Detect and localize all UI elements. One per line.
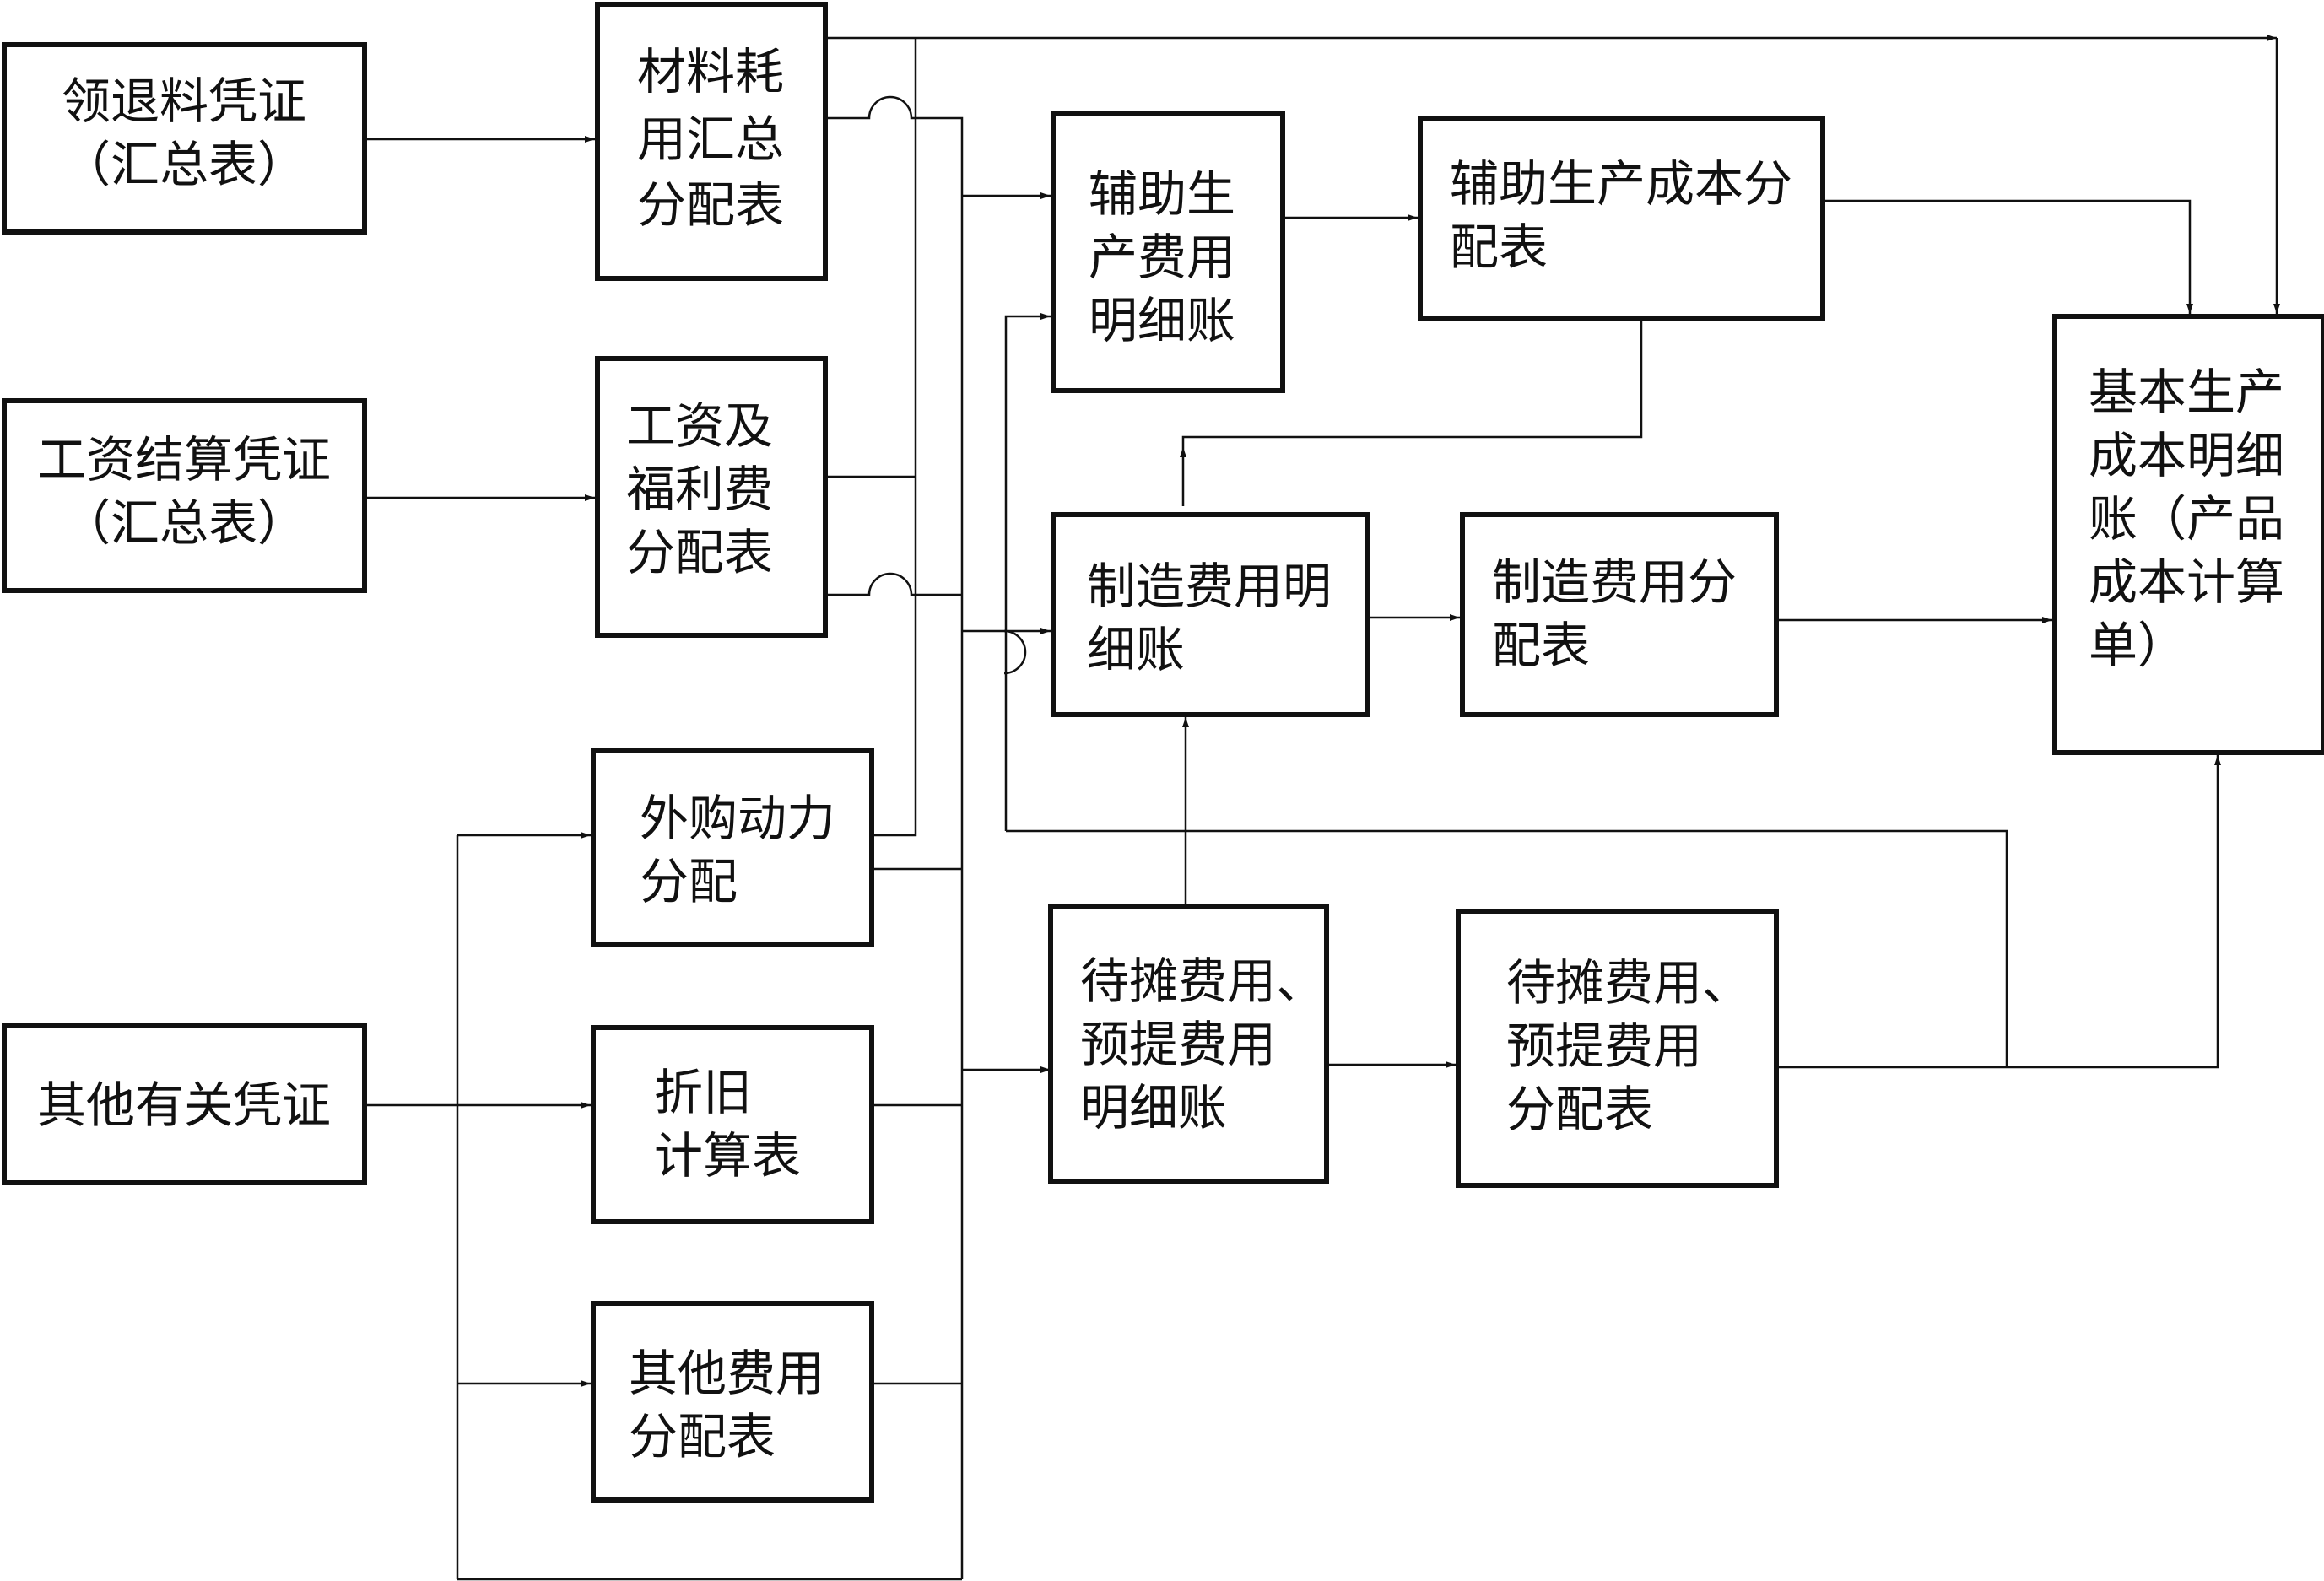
line-auxiliary-sheet-to-basic xyxy=(1823,199,2193,314)
box-materials-summary-line-3: 分配表 xyxy=(637,176,784,234)
box-material-voucher: 领退料凭证 （汇总表） xyxy=(2,42,367,235)
box-payroll-voucher: 工资结算凭证 （汇总表） xyxy=(2,398,367,593)
box-other-voucher-line-1: 其他有关凭证 xyxy=(37,1076,331,1134)
box-material-voucher-line-1: 领退料凭证 xyxy=(62,73,306,130)
box-materials-summary-line-2: 用汇总 xyxy=(637,111,784,168)
box-wage-sheet-line-3: 分配表 xyxy=(626,524,773,581)
box-prepaid-allocation-line-3: 分配表 xyxy=(1506,1081,1653,1138)
box-wage-sheet-line-2: 福利费 xyxy=(626,461,773,518)
box-other-voucher: 其他有关凭证 xyxy=(2,1023,367,1185)
box-other-expenses-sheet: 其他费用 分配表 xyxy=(591,1301,874,1503)
line-bus-direct xyxy=(872,38,917,837)
box-prepaid-ledger-line-2: 预提费用 xyxy=(1080,1016,1276,1073)
box-power-sheet: 外购动力 分配 xyxy=(591,748,874,947)
box-basic-production-ledger-line-5: 单） xyxy=(2089,617,2186,674)
box-materials-summary: 材料耗 用汇总 分配表 xyxy=(595,2,828,281)
box-overhead-ledger: 制造费用明 细账 xyxy=(1051,512,1370,717)
box-prepaid-allocation-line-2: 预提费用 xyxy=(1506,1017,1702,1075)
line-auxiliary-sheet-to-overhead xyxy=(1181,319,1643,447)
box-wage-sheet: 工资及 福利费 分配表 xyxy=(595,356,828,638)
box-auxiliary-allocation-line-2: 配表 xyxy=(1450,219,1548,276)
box-overhead-allocation-line-2: 配表 xyxy=(1492,617,1590,674)
line-prepaid-sheet-to-basic xyxy=(1776,755,2221,1069)
line-aux-feedback-bus xyxy=(1004,313,1051,831)
box-depreciation-sheet-line-2: 计算表 xyxy=(654,1127,801,1184)
box-auxiliary-ledger-line-3: 明细账 xyxy=(1089,292,1235,349)
box-materials-summary-line-1: 材料耗 xyxy=(637,43,784,100)
box-overhead-allocation: 制造费用分 配表 xyxy=(1460,512,1779,717)
box-other-expenses-sheet-line-1: 其他费用 xyxy=(629,1345,824,1402)
box-material-voucher-line-2: （汇总表） xyxy=(62,136,306,193)
connector-lines xyxy=(365,35,2280,1581)
box-basic-production-ledger-line-2: 成本明细 xyxy=(2089,427,2284,484)
box-basic-production-ledger: 基本生产 成本明细 账（产品 成本计算 单） xyxy=(2052,314,2324,755)
box-basic-production-ledger-line-4: 成本计算 xyxy=(2089,553,2284,611)
box-basic-production-ledger-line-3: 账（产品 xyxy=(2089,490,2284,548)
box-power-sheet-line-2: 分配 xyxy=(640,853,738,910)
box-prepaid-ledger-line-3: 明细账 xyxy=(1080,1079,1227,1136)
line-bus-to-overhead-ledger xyxy=(962,629,1027,675)
box-wage-sheet-line-1: 工资及 xyxy=(626,397,773,455)
box-other-expenses-sheet-line-2: 分配表 xyxy=(629,1408,776,1465)
box-basic-production-ledger-line-1: 基本生产 xyxy=(2089,364,2284,421)
box-prepaid-ledger: 待摊费用、 预提费用 明细账 xyxy=(1048,904,1329,1184)
line-materials-tap-auxiliary xyxy=(825,95,964,1579)
box-prepaid-allocation: 待摊费用、 预提费用 分配表 xyxy=(1456,909,1779,1188)
box-auxiliary-ledger: 辅助生 产费用 明细账 xyxy=(1051,111,1285,393)
box-depreciation-sheet: 折旧 计算表 xyxy=(591,1025,874,1224)
box-prepaid-allocation-line-1: 待摊费用、 xyxy=(1506,954,1751,1012)
box-depreciation-sheet-line-1: 折旧 xyxy=(654,1064,752,1121)
box-power-sheet-line-1: 外购动力 xyxy=(640,790,835,847)
box-prepaid-ledger-line-1: 待摊费用、 xyxy=(1080,952,1325,1010)
box-auxiliary-ledger-line-1: 辅助生 xyxy=(1089,165,1235,223)
box-auxiliary-ledger-line-2: 产费用 xyxy=(1089,229,1235,286)
box-overhead-allocation-line-1: 制造费用分 xyxy=(1492,553,1737,611)
line-wage-tap-auxiliary xyxy=(825,572,962,596)
box-payroll-voucher-line-2: （汇总表） xyxy=(62,494,306,552)
box-overhead-ledger-line-2: 细账 xyxy=(1087,621,1185,678)
box-payroll-voucher-line-1: 工资结算凭证 xyxy=(37,431,331,488)
box-auxiliary-allocation: 辅助生产成本分 配表 xyxy=(1418,116,1825,321)
box-auxiliary-allocation-line-1: 辅助生产成本分 xyxy=(1450,155,1792,213)
box-overhead-ledger-line-1: 制造费用明 xyxy=(1087,558,1332,615)
flowchart-boxes: 领退料凭证 （汇总表） 工资结算凭证 （汇总表） 其他有关凭证 材料耗 用汇总 … xyxy=(2,2,2324,1503)
line-aux-feedback-bottom xyxy=(1006,829,2008,1067)
